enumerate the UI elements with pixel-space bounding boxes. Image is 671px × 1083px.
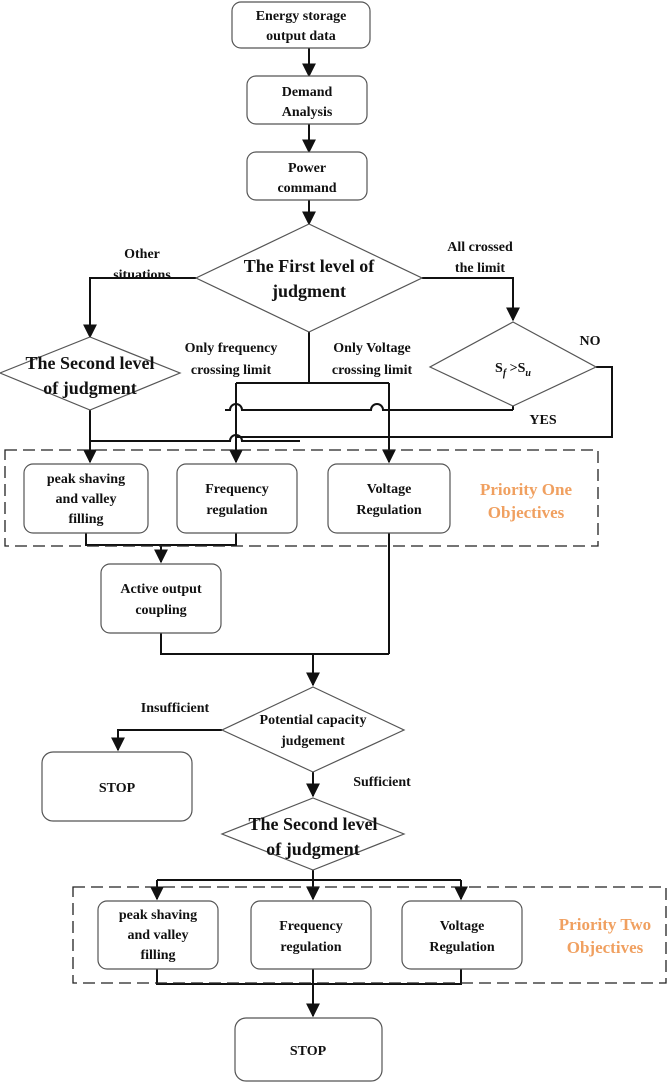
volt2-line-2: Regulation — [429, 940, 495, 955]
potential-line-2: judgement — [280, 734, 345, 749]
node-voltage-2: Voltage Regulation — [401, 900, 523, 970]
edge-first-to-sfsu — [422, 277, 520, 322]
peak1-line-2: and valley — [55, 492, 116, 507]
peak2-line-1: peak shaving — [119, 908, 197, 923]
edge-no-bus — [236, 366, 613, 438]
node-active-output: Active output coupling — [100, 563, 222, 634]
freq2-line-1: Frequency — [279, 919, 343, 934]
label-insufficient: Insufficient — [141, 701, 210, 716]
node-energy-storage: Energy storage output data — [231, 1, 371, 49]
freq1-line-2: regulation — [206, 503, 267, 518]
label-sufficient: Sufficient — [353, 775, 411, 790]
volt1-line-2: Regulation — [356, 503, 422, 518]
sf-su-text: Sf >Su — [495, 361, 531, 379]
edge-first-to-second-left — [83, 277, 196, 339]
connectors — [83, 48, 613, 1018]
label-no: NO — [580, 334, 601, 349]
edge-peak-freq-merge — [85, 533, 237, 546]
edge-bottom-merge — [156, 969, 462, 985]
power-line-2: command — [277, 181, 336, 196]
active-line-1: Active output — [120, 582, 202, 597]
node-peak-shaving-1: peak shaving and valley filling — [23, 463, 149, 534]
energy-storage-line-1: Energy storage — [256, 9, 347, 24]
freq1-line-1: Frequency — [205, 482, 269, 497]
node-power-command: Power command — [246, 151, 368, 201]
second-left-line-1: The Second level — [26, 353, 155, 373]
peak2-line-3: filling — [140, 948, 175, 963]
priority-one-line-1: Priority One — [480, 480, 573, 499]
label-only-frequency-line-2: crossing limit — [191, 363, 272, 378]
node-first-level-judgment: The First level of judgment — [194, 223, 424, 333]
power-line-1: Power — [288, 161, 326, 176]
freq2-line-2: regulation — [280, 940, 341, 955]
peak1-line-1: peak shaving — [47, 472, 125, 487]
priority-two-line-2: Objectives — [567, 938, 644, 957]
first-level-line-2: judgment — [271, 281, 346, 301]
node-peak-shaving-2: peak shaving and valley filling — [97, 900, 219, 970]
peak2-line-2: and valley — [127, 928, 188, 943]
label-other-line-1: Other — [124, 247, 160, 262]
node-stop-bottom: STOP — [234, 1017, 383, 1082]
node-demand-analysis: Demand Analysis — [246, 75, 368, 125]
stop-left-text: STOP — [99, 781, 136, 796]
label-only-voltage-line-1: Only Voltage — [333, 341, 410, 356]
label-all-crossed-line-1: All crossed — [447, 240, 513, 255]
node-voltage-1: Voltage Regulation — [327, 463, 451, 534]
label-only-frequency-line-1: Only frequency — [185, 341, 278, 356]
priority-two-line-1: Priority Two — [559, 915, 651, 934]
node-frequency-1: Frequency regulation — [176, 463, 298, 534]
node-potential-capacity: Potential capacity judgement — [220, 686, 406, 773]
priority-one-group — [4, 449, 599, 547]
node-second-level-left: The Second level of judgment — [0, 336, 182, 411]
volt1-line-1: Voltage — [367, 482, 412, 497]
first-level-line-1: The First level of — [244, 256, 375, 276]
second-bottom-line-2: of judgment — [266, 839, 360, 859]
potential-line-1: Potential capacity — [260, 713, 367, 728]
node-frequency-2: Frequency regulation — [250, 900, 372, 970]
peak1-line-3: filling — [68, 512, 103, 527]
node-stop-left: STOP — [41, 751, 193, 822]
second-left-line-2: of judgment — [43, 378, 137, 398]
demand-line-2: Analysis — [282, 105, 333, 120]
edge-active-to-merge — [160, 633, 389, 655]
edge-yes-bus — [225, 403, 513, 411]
edge-insufficient — [111, 729, 222, 752]
active-line-2: coupling — [135, 603, 186, 618]
node-sf-su-compare: Sf >Su — [428, 321, 598, 407]
energy-storage-line-2: output data — [266, 29, 336, 44]
label-only-voltage-line-2: crossing limit — [332, 363, 413, 378]
node-second-level-bottom: The Second level of judgment — [220, 797, 406, 871]
priority-two-group — [72, 886, 667, 984]
label-other-line-2: situations — [113, 268, 171, 283]
priority-one-line-2: Objectives — [488, 503, 565, 522]
stop-bottom-text: STOP — [290, 1044, 327, 1059]
demand-line-1: Demand — [282, 85, 333, 100]
second-bottom-line-1: The Second level — [249, 814, 378, 834]
label-yes: YES — [529, 413, 556, 428]
volt2-line-1: Voltage — [440, 919, 485, 934]
edge-second-left-bus — [90, 434, 300, 442]
label-all-crossed-line-2: the limit — [455, 261, 505, 276]
